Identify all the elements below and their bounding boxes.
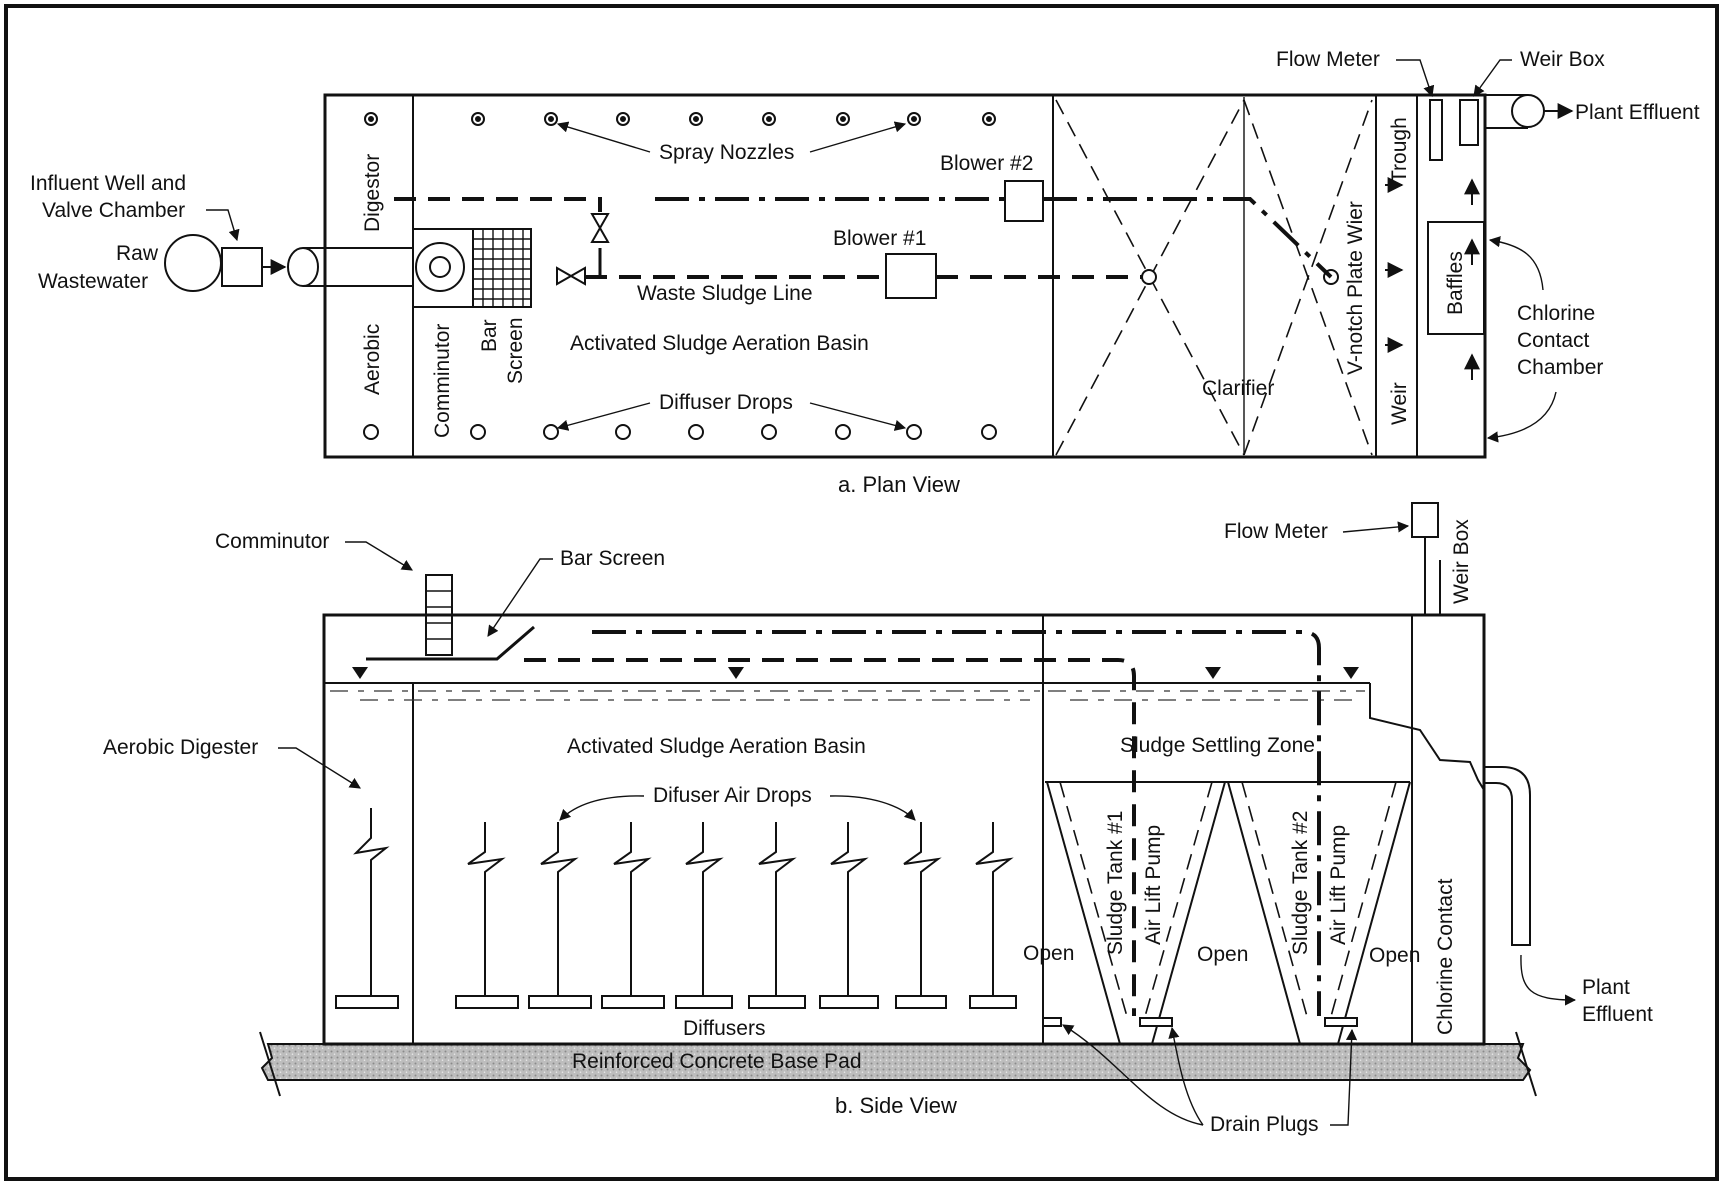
label-digestor: Digestor: [361, 154, 384, 232]
label-plant: Plant: [1582, 976, 1630, 999]
label-wastewater: Wastewater: [38, 270, 148, 293]
air-line-side-2: [592, 630, 1321, 1016]
digester-drop: [335, 808, 399, 1009]
chlorine-baffles: [1427, 221, 1485, 335]
plan-bar-screen: [472, 228, 532, 308]
plan-flow-meter: [1429, 99, 1443, 161]
influent-valve-chamber: [221, 247, 263, 287]
label-flow-meter-plan: Flow Meter: [1276, 48, 1380, 71]
spray-nozzles: [364, 112, 996, 126]
label-open-3: Open: [1369, 944, 1420, 967]
raw-wastewater-well: [164, 234, 222, 292]
label-sludge-settling: Sludge Settling Zone: [1120, 734, 1315, 757]
concrete-base-pad: [260, 1043, 1532, 1081]
label-plant-effluent-plan: Plant Effluent: [1575, 101, 1700, 124]
label-contact: Contact: [1517, 329, 1590, 352]
diffuser-drops: [363, 424, 997, 440]
label-air-lift-1: Air Lift Pump: [1142, 825, 1165, 945]
label-blower1: Blower #1: [833, 227, 926, 250]
label-valve-chamber: Valve Chamber: [42, 199, 185, 222]
side-effluent-pipe: [1484, 766, 1531, 946]
side-comminutor: [425, 574, 453, 656]
label-raw: Raw: [116, 242, 159, 265]
label-drain-plugs: Drain Plugs: [1210, 1113, 1319, 1136]
blower-2: [1004, 180, 1044, 222]
label-diffuser-drops: Diffuser Drops: [659, 391, 793, 414]
label-bar-screen-side: Bar Screen: [560, 547, 665, 570]
label-diffusers: Diffusers: [683, 1017, 765, 1040]
label-chlorine-contact: Chlorine Contact: [1434, 878, 1457, 1035]
label-aerobic-digester: Aerobic Digester: [103, 736, 258, 759]
label-trough: Trough: [1388, 117, 1411, 183]
plan-view: Influent Well and Valve Chamber Raw Wast…: [30, 48, 1700, 497]
label-effluent: Effluent: [1582, 1003, 1653, 1026]
label-open-1: Open: [1023, 942, 1074, 965]
label-vnotch-weir: V-notch Plate Wier: [1344, 201, 1367, 375]
diffuser-assemblies: [455, 822, 1017, 1009]
caption-plan-view: a. Plan View: [838, 472, 960, 497]
label-sludge-tank-1: Sludge Tank #1: [1104, 811, 1127, 955]
side-flow-meter: [1411, 502, 1439, 538]
label-difuser-air-drops: Difuser Air Drops: [653, 784, 812, 807]
label-aerobic: Aerobic: [361, 324, 384, 395]
label-air-lift-2: Air Lift Pump: [1327, 825, 1350, 945]
label-spray-nozzles: Spray Nozzles: [659, 141, 794, 164]
label-aeration-basin-plan: Activated Sludge Aeration Basin: [570, 332, 869, 355]
sludge-tanks: [1042, 781, 1411, 1045]
label-flow-meter-side: Flow Meter: [1224, 520, 1328, 543]
valve-horizontal: [556, 266, 586, 286]
side-view: Comminutor Bar Screen Flow Meter Weir Bo…: [103, 502, 1653, 1136]
valve-vertical: [590, 213, 610, 243]
label-aeration-basin-side: Activated Sludge Aeration Basin: [567, 735, 866, 758]
water-surface: [330, 667, 1365, 701]
label-comminutor-side: Comminutor: [215, 530, 329, 553]
caption-side-view: b. Side View: [835, 1093, 957, 1118]
side-tank-outline: [322, 613, 1486, 1046]
label-base-pad: Reinforced Concrete Base Pad: [572, 1050, 862, 1073]
clarifier-lines: [1055, 97, 1373, 456]
label-influent-well: Influent Well and: [30, 172, 186, 195]
outer-frame: [4, 4, 1719, 1181]
label-chlorine: Chlorine: [1517, 302, 1595, 325]
label-weir-box-plan: Weir Box: [1520, 48, 1605, 71]
label-blower2: Blower #2: [940, 152, 1033, 175]
plan-weir-box: [1459, 99, 1479, 146]
label-comminutor: Comminutor: [431, 324, 454, 438]
label-screen: Screen: [504, 317, 527, 384]
label-weir-box-side: Weir Box: [1450, 519, 1473, 604]
label-weir: Weir: [1388, 382, 1411, 425]
air-line-plan: [394, 197, 602, 212]
blower-1: [885, 253, 937, 299]
side-bar-screen: [366, 625, 535, 661]
label-sludge-tank-2: Sludge Tank #2: [1289, 811, 1312, 955]
label-clarifier: Clarifier: [1202, 377, 1274, 400]
label-waste-sludge-line: Waste Sludge Line: [637, 282, 813, 305]
label-baffles: Baffles: [1444, 251, 1467, 315]
label-chamber: Chamber: [1517, 356, 1603, 379]
label-open-2: Open: [1197, 943, 1248, 966]
air-line-side-1: [524, 658, 1136, 1016]
label-bar: Bar: [478, 319, 501, 352]
